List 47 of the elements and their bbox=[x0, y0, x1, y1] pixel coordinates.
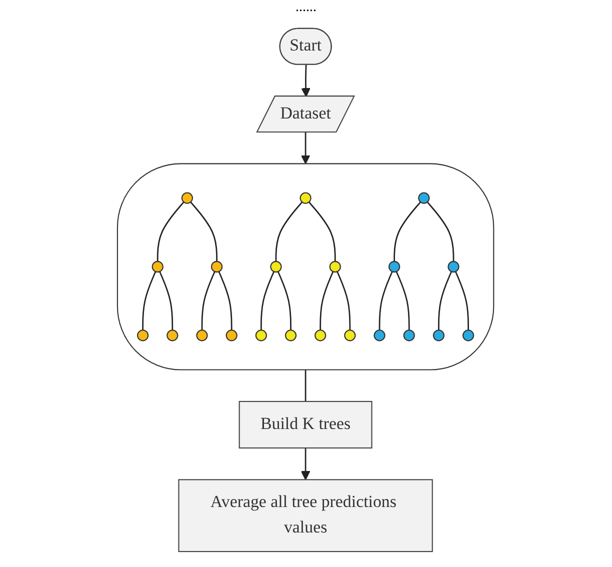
connector bbox=[157, 202, 185, 262]
node-circle bbox=[374, 330, 386, 342]
node-box: Average all tree predictions values bbox=[178, 479, 434, 552]
connector bbox=[427, 202, 455, 262]
node-circle bbox=[330, 260, 342, 273]
connector bbox=[202, 271, 216, 330]
cluster bbox=[117, 163, 495, 370]
connector bbox=[308, 202, 336, 262]
node-circle bbox=[448, 260, 460, 273]
arrow bbox=[301, 132, 311, 164]
connector bbox=[276, 202, 304, 262]
connector bbox=[438, 271, 452, 330]
node-circle bbox=[226, 330, 238, 342]
node-box: Build K trees bbox=[239, 400, 373, 448]
connector bbox=[455, 271, 470, 330]
node-circle bbox=[404, 330, 416, 342]
connector bbox=[190, 202, 218, 262]
node-circle bbox=[211, 260, 224, 273]
connector bbox=[379, 271, 394, 330]
node-circle bbox=[137, 330, 150, 342]
node-circle bbox=[433, 330, 445, 342]
connector bbox=[278, 271, 292, 330]
connector bbox=[142, 271, 157, 330]
ellipsis-text: ...... bbox=[296, 0, 316, 15]
connector bbox=[218, 271, 233, 330]
node-circle bbox=[314, 330, 327, 342]
connector bbox=[337, 271, 352, 330]
connector bbox=[396, 271, 410, 330]
node-circle bbox=[462, 330, 475, 342]
node-circle bbox=[300, 192, 312, 204]
node-circle bbox=[344, 330, 356, 342]
node-circle bbox=[270, 260, 282, 273]
node-circle bbox=[182, 192, 194, 204]
node-circle bbox=[167, 330, 179, 342]
connector bbox=[260, 271, 275, 330]
node-circle bbox=[388, 260, 401, 273]
connector bbox=[394, 202, 422, 262]
node-circle bbox=[196, 330, 208, 342]
connector bbox=[320, 271, 334, 330]
node-circle bbox=[152, 260, 164, 273]
connector bbox=[305, 370, 307, 402]
arrow bbox=[301, 448, 311, 480]
connector bbox=[160, 271, 174, 330]
node-circle bbox=[256, 330, 268, 342]
arrow bbox=[302, 64, 311, 98]
node-circle bbox=[418, 192, 430, 204]
node-circle bbox=[285, 330, 297, 342]
